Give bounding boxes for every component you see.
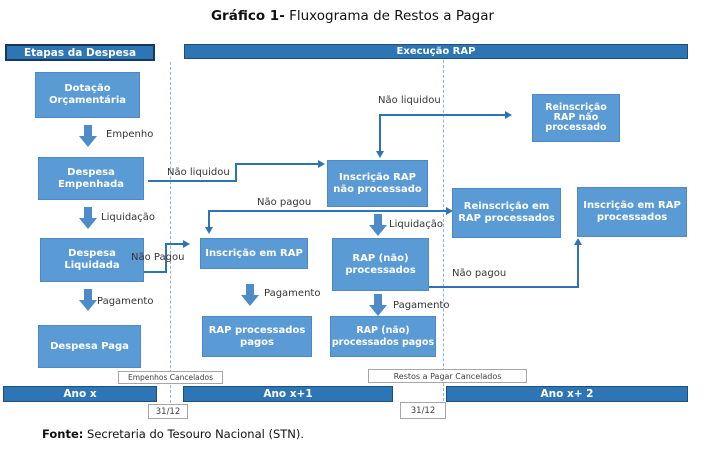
year-bar-ano-x2-label: Ano x+ 2 xyxy=(540,388,594,400)
box-rap-nao-processados: RAP (não) processados xyxy=(332,238,429,291)
nao-pagou-label-2: Não pagou xyxy=(257,197,312,208)
header-execucao-rap: Execução RAP xyxy=(184,44,688,59)
arrow-stem xyxy=(374,294,382,305)
box-rap-nao-processados-pagos-label: RAP (não) processados pagos xyxy=(331,325,435,348)
empenhos-cancelados-note: Empenhos Cancelados xyxy=(118,371,223,384)
line-segment xyxy=(379,114,381,152)
date-box-1-label: 31/12 xyxy=(155,406,181,417)
page-title-number: Gráfico 1- xyxy=(210,8,285,24)
source-note: Fonte: Secretaria do Tesouro Nacional (S… xyxy=(42,427,304,441)
arrow-head xyxy=(79,300,97,311)
liquidacao-rap-label: Liquidação xyxy=(389,219,444,230)
arrow-head xyxy=(79,218,97,229)
arrow-head xyxy=(241,295,259,306)
line-segment xyxy=(208,210,210,228)
box-rap-nao-processados-label: RAP (não) processados xyxy=(345,252,416,276)
source-note-prefix: Fonte: xyxy=(42,427,84,441)
pagamento-down-arrow-icon xyxy=(79,289,97,311)
box-rap-processados-pagos: RAP processados pagos xyxy=(202,316,312,357)
year-bar-ano-x2: Ano x+ 2 xyxy=(446,386,688,402)
line-segment xyxy=(235,163,237,181)
liquidacao-down-arrow-icon xyxy=(79,207,97,229)
box-inscricao-em-rap: Inscrição em RAP xyxy=(200,238,308,269)
box-inscricao-em-rap-processados: Inscrição em RAP processados xyxy=(577,187,687,237)
arrow-stem xyxy=(246,284,254,295)
box-reinscricao-rap-nao-processado-label: Reinscrição RAP não processado xyxy=(545,102,607,133)
arrow-stem xyxy=(84,207,92,218)
arrow-head xyxy=(79,136,97,147)
line-segment xyxy=(148,180,237,182)
date-box-2-label: 31/12 xyxy=(410,405,436,416)
arrowhead-right-icon xyxy=(446,207,453,215)
page-title: Gráfico 1- Fluxograma de Restos a Pagar xyxy=(0,8,705,24)
arrowhead-down-icon xyxy=(205,227,213,234)
box-despesa-empenhada: Despesa Empenhada xyxy=(38,157,144,200)
year-bar-ano-x-label: Ano x xyxy=(63,388,97,400)
empenho-down-arrow-icon xyxy=(79,125,97,147)
date-box-2: 31/12 xyxy=(400,402,446,419)
pagamento-rap-nao-down-arrow-icon xyxy=(369,294,387,316)
header-etapas-da-despesa: Etapas da Despesa xyxy=(5,44,155,61)
box-reinscricao-em-rap-processados: Reinscrição em RAP processados xyxy=(452,188,561,238)
line-segment xyxy=(165,243,183,245)
header-execucao-label: Execução RAP xyxy=(396,46,476,57)
year-divider-dashed-line-1 xyxy=(170,62,171,403)
arrowhead-down-icon xyxy=(376,151,384,158)
line-segment xyxy=(429,286,579,288)
pagamento-label: Pagamento xyxy=(97,296,154,307)
arrowhead-right-icon xyxy=(318,160,325,168)
box-inscricao-em-rap-label: Inscrição em RAP xyxy=(205,247,303,259)
arrow-stem xyxy=(84,289,92,300)
box-rap-nao-processados-pagos: RAP (não) processados pagos xyxy=(330,316,436,357)
arrow-head xyxy=(369,225,387,236)
box-despesa-empenhada-label: Despesa Empenhada xyxy=(57,166,125,190)
arrowhead-up-icon xyxy=(574,238,582,245)
box-dotacao-orcamentaria-label: Dotação Orçamentária xyxy=(48,83,127,106)
pagamento-rap-label: Pagamento xyxy=(264,288,321,299)
header-etapas-label: Etapas da Despesa xyxy=(23,46,137,59)
box-despesa-liquidada: Despesa Liquidada xyxy=(40,238,144,282)
line-segment xyxy=(379,114,505,116)
box-inscricao-em-rap-processados-label: Inscrição em RAP processados xyxy=(583,200,681,223)
nao-pagou-label-3: Não pagou xyxy=(452,268,507,279)
liquidacao-label: Liquidação xyxy=(101,212,156,223)
date-box-1: 31/12 xyxy=(148,404,188,419)
arrowhead-right-icon xyxy=(505,111,512,119)
box-reinscricao-em-rap-processados-label: Reinscrição em RAP processados xyxy=(458,201,555,224)
arrow-head xyxy=(369,305,387,316)
box-inscricao-rap-nao-processado: Inscrição RAP não processado xyxy=(327,160,428,207)
nao-pagou-label-1: Não Pagou xyxy=(131,252,185,263)
box-dotacao-orcamentaria: Dotação Orçamentária xyxy=(35,72,140,118)
liquidacao-rap-down-arrow-icon xyxy=(369,214,387,236)
nao-liquidou-label-2: Não liquidou xyxy=(378,95,441,106)
year-bar-ano-x: Ano x xyxy=(3,386,157,402)
pagamento-rap-down-arrow-icon xyxy=(241,284,259,306)
empenho-label: Empenho xyxy=(106,129,154,140)
box-despesa-paga: Despesa Paga xyxy=(38,325,141,368)
line-segment xyxy=(235,163,318,165)
pagamento-rap-nao-label: Pagamento xyxy=(393,300,450,311)
box-despesa-paga-label: Despesa Paga xyxy=(50,340,129,352)
line-segment xyxy=(165,243,167,273)
page-title-text: Fluxograma de Restos a Pagar xyxy=(284,8,495,24)
source-note-text: Secretaria do Tesouro Nacional (STN). xyxy=(83,427,305,441)
year-bar-ano-x1: Ano x+1 xyxy=(183,386,393,402)
arrowhead-right-icon xyxy=(183,240,190,248)
box-inscricao-rap-nao-processado-label: Inscrição RAP não processado xyxy=(333,171,422,195)
line-segment xyxy=(208,210,446,212)
restos-a-pagar-cancelados-note: Restos a Pagar Cancelados xyxy=(368,369,527,383)
nao-liquidou-label-1: Não liquidou xyxy=(167,167,230,178)
line-segment xyxy=(143,271,167,273)
line-segment xyxy=(577,245,579,287)
empenhos-cancelados-label: Empenhos Cancelados xyxy=(127,373,214,382)
box-despesa-liquidada-label: Despesa Liquidada xyxy=(64,248,120,271)
box-reinscricao-rap-nao-processado: Reinscrição RAP não processado xyxy=(532,94,620,142)
arrow-stem xyxy=(374,214,382,225)
restos-a-pagar-cancelados-label: Restos a Pagar Cancelados xyxy=(393,371,502,381)
year-bar-ano-x1-label: Ano x+1 xyxy=(263,388,313,400)
arrow-stem xyxy=(84,125,92,136)
box-rap-processados-pagos-label: RAP processados pagos xyxy=(208,324,306,348)
year-divider-dashed-line-2 xyxy=(443,60,444,401)
